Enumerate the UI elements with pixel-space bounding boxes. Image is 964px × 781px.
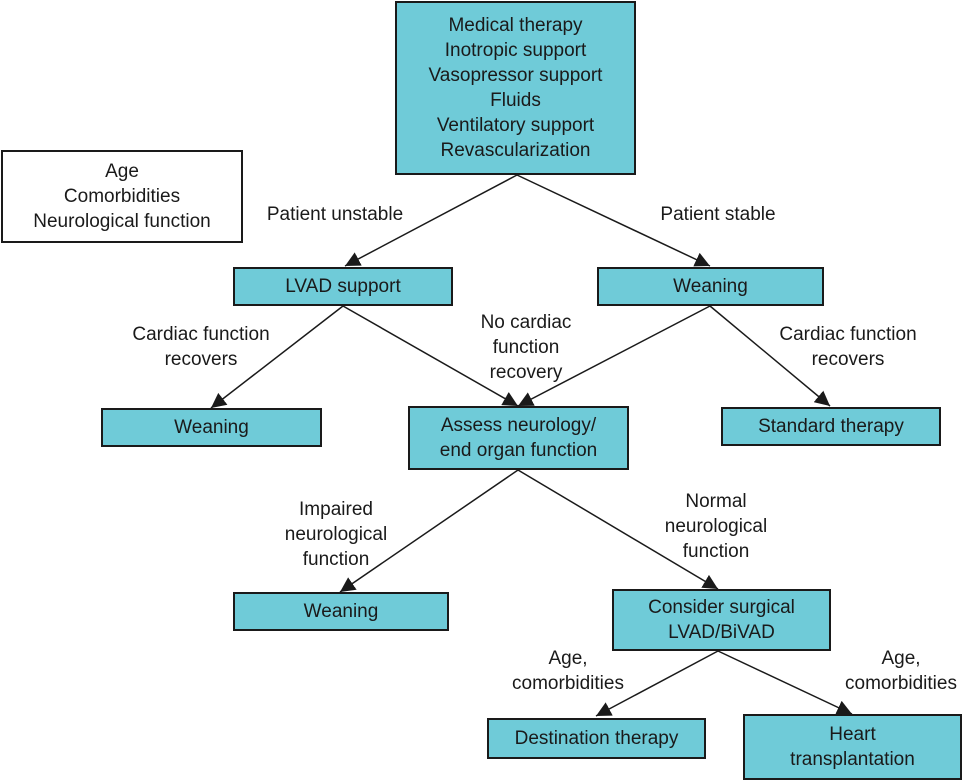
text-line: LVAD support (285, 276, 401, 297)
text-line: Assess neurology/ (440, 415, 597, 436)
text-line: Neurological function (33, 211, 211, 232)
text-line: recovers (164, 349, 238, 370)
text-line: end organ function (439, 440, 598, 461)
text-line: comorbidities (845, 673, 957, 694)
arrow-assess-to-surgical (517, 469, 719, 590)
text-line: Age, (548, 648, 588, 669)
text-line: function (302, 549, 370, 570)
arrow-lvad-to-weaning (210, 305, 344, 409)
edge-label-patient-stable: Patient stable (660, 202, 775, 227)
text-line: LVAD/BiVAD (668, 622, 775, 643)
edge-label-impaired-neurological: Impaired neurological function (285, 497, 387, 572)
text-line: transplantation (790, 749, 915, 770)
text-line: Destination therapy (514, 728, 679, 749)
text-line: Patient unstable (266, 204, 404, 225)
text-line: Revascularization (440, 140, 591, 161)
text-line: comorbidities (512, 673, 624, 694)
edge-label-age-comorbidities-left: Age, comorbidities (512, 646, 624, 696)
text-line: Fluids (490, 90, 541, 111)
text-line: neurological (664, 516, 768, 537)
text-line: No cardiac (480, 312, 572, 333)
node-destination-therapy: Destination therapy (487, 718, 706, 759)
text-line: function (682, 541, 750, 562)
node-standard-therapy: Standard therapy (721, 407, 941, 446)
text-line: Consider surgical (648, 597, 795, 618)
text-line: neurological (284, 524, 388, 545)
arrow-weaning-to-assess (517, 305, 711, 407)
text-line: Cardiac function (779, 324, 917, 345)
text-line: recovers (811, 349, 885, 370)
text-line: Heart (829, 724, 876, 745)
text-line: Cardiac function (132, 324, 270, 345)
arrow-top-to-weaning (516, 174, 711, 267)
node-lvad-support: LVAD support (233, 267, 453, 306)
arrow-weaning-to-standard (709, 305, 831, 407)
text-line: Comorbidities (63, 186, 181, 207)
text-line: Age (105, 161, 139, 182)
text-line: Age, (881, 648, 921, 669)
arrow-lvad-to-assess (342, 305, 519, 407)
text-line: Patient stable (660, 204, 776, 225)
node-assess-neurology: Assess neurology/end organ function (408, 406, 629, 470)
arrow-assess-to-weaning (339, 469, 519, 593)
node-weaning-stable: Weaning (597, 267, 824, 306)
edge-label-no-cardiac-recovery: No cardiac function recovery (481, 310, 572, 385)
edge-label-normal-neurological: Normal neurological function (665, 489, 767, 564)
text-line: Normal (685, 491, 747, 512)
text-line: Weaning (303, 601, 379, 622)
text-line: Weaning (673, 276, 748, 297)
arrow-surgical-to-transplant (717, 650, 853, 715)
arrow-top-to-lvad (344, 174, 518, 267)
edge-label-patient-unstable: Patient unstable (267, 202, 403, 227)
text-line: Inotropic support (444, 40, 587, 61)
text-line: Weaning (174, 417, 249, 438)
edge-label-cardiac-recovers-right: Cardiac function recovers (779, 322, 916, 372)
text-line: Standard therapy (758, 416, 904, 437)
text-line: Vasopressor support (428, 65, 603, 86)
edge-label-age-comorbidities-right: Age, comorbidities (845, 646, 957, 696)
arrow-surgical-to-destination (595, 650, 719, 717)
text-line: Medical therapy (448, 15, 583, 36)
edge-label-cardiac-recovers-left: Cardiac function recovers (132, 322, 269, 372)
text-line: recovery (489, 362, 563, 383)
node-weaning-recovered: Weaning (101, 408, 322, 447)
node-weaning-impaired: Weaning (233, 592, 449, 631)
node-heart-transplantation: Heart transplantation (743, 714, 962, 780)
text-line: Impaired (299, 499, 373, 520)
text-line: Ventilatory support (436, 115, 595, 136)
text-line: function (492, 337, 560, 358)
